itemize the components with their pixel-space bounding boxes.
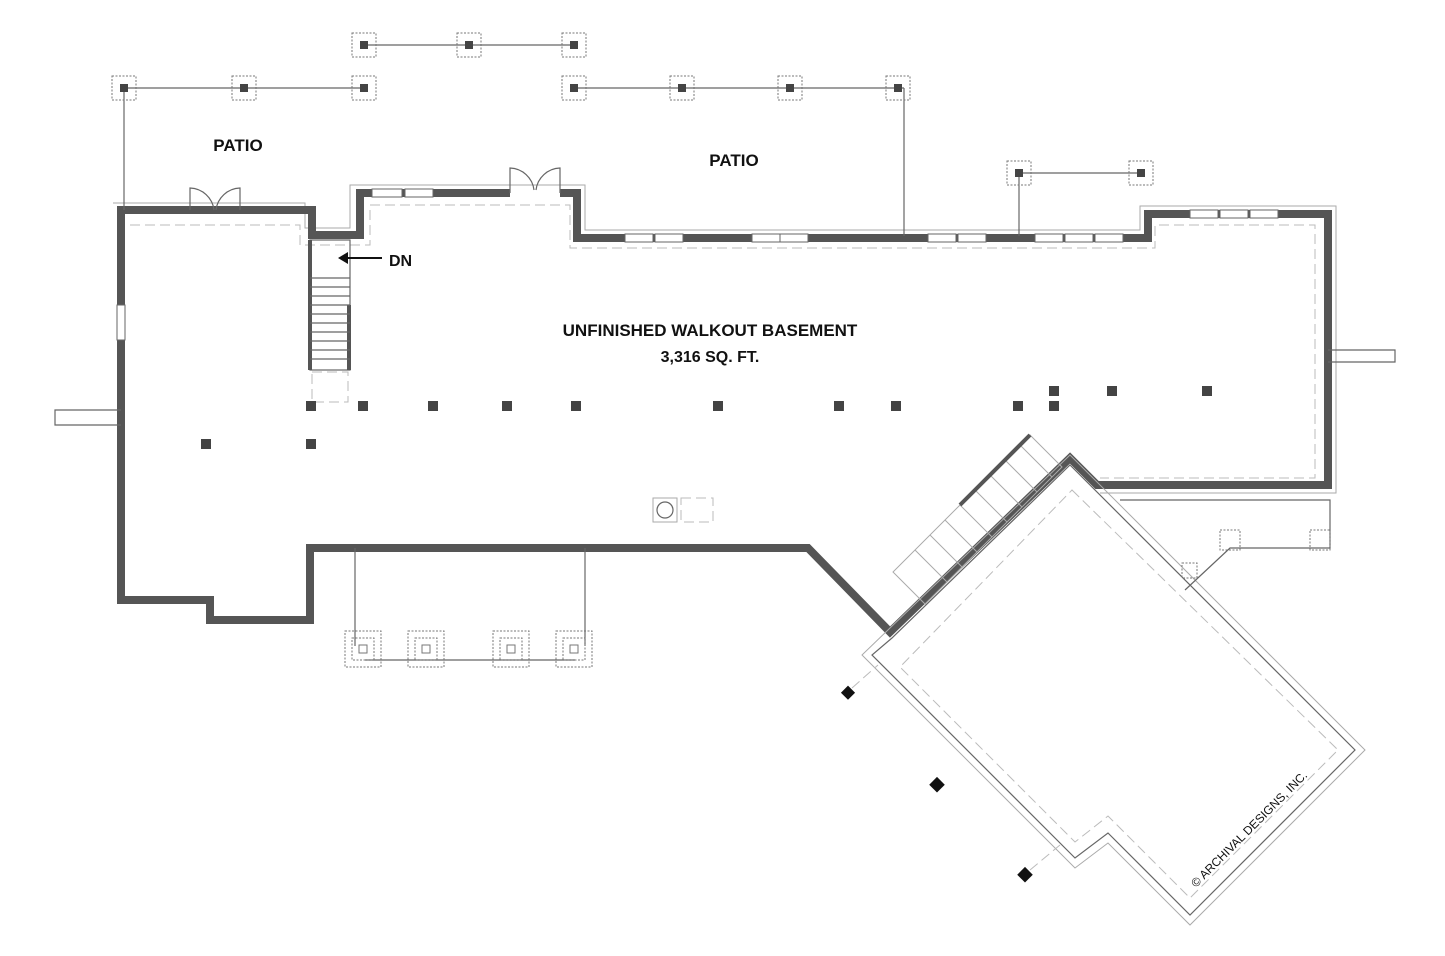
- room-name: UNFINISHED WALKOUT BASEMENT: [563, 321, 858, 340]
- front-pier: [492, 630, 530, 668]
- covered-deck-inner: [899, 489, 1339, 899]
- foundation-outline: [113, 184, 1337, 494]
- wall-stubs: [54, 349, 1396, 426]
- front-pier: [344, 630, 382, 668]
- patio-post: [1128, 160, 1154, 186]
- patio-door-center: [509, 167, 561, 193]
- exterior-posts: [839, 664, 1061, 883]
- exterior-wall-main: [117, 189, 1332, 638]
- patio-post: [777, 75, 803, 101]
- patio-post: [669, 75, 695, 101]
- stair-label: DN: [389, 253, 412, 270]
- patio-post: [561, 32, 587, 58]
- patio-left-label: PATIO: [213, 136, 262, 155]
- front-pier: [407, 630, 445, 668]
- patio-post: [885, 75, 911, 101]
- patio-post: [456, 32, 482, 58]
- patio-post: [351, 32, 377, 58]
- side-deck: [1120, 499, 1331, 591]
- patio-post: [561, 75, 587, 101]
- patio-post: [111, 75, 137, 101]
- down-arrow-icon: [338, 252, 382, 264]
- covered-deck-outline-outer: [861, 454, 1366, 926]
- patio-post: [1006, 160, 1032, 186]
- covered-deck-outline: [871, 464, 1356, 916]
- front-piers: [344, 630, 593, 668]
- patio-post: [231, 75, 257, 101]
- interior-line: [130, 204, 1316, 479]
- patio-post: [351, 75, 377, 101]
- front-pier: [555, 630, 593, 668]
- patio-door-left: [189, 187, 241, 211]
- room-area: 3,316 SQ. FT.: [661, 349, 760, 366]
- mechanical-equipment: [652, 497, 714, 523]
- exterior-stairs: [892, 433, 1063, 605]
- copyright-notice: © ARCHIVAL DESIGNS, INC.: [1188, 768, 1310, 890]
- windows: [116, 188, 1279, 341]
- patio-posts: [111, 32, 1154, 186]
- patio-beams: [123, 44, 1141, 661]
- interior-columns: [201, 386, 1212, 449]
- stairs: [308, 239, 351, 403]
- patio-center-label: PATIO: [709, 151, 758, 170]
